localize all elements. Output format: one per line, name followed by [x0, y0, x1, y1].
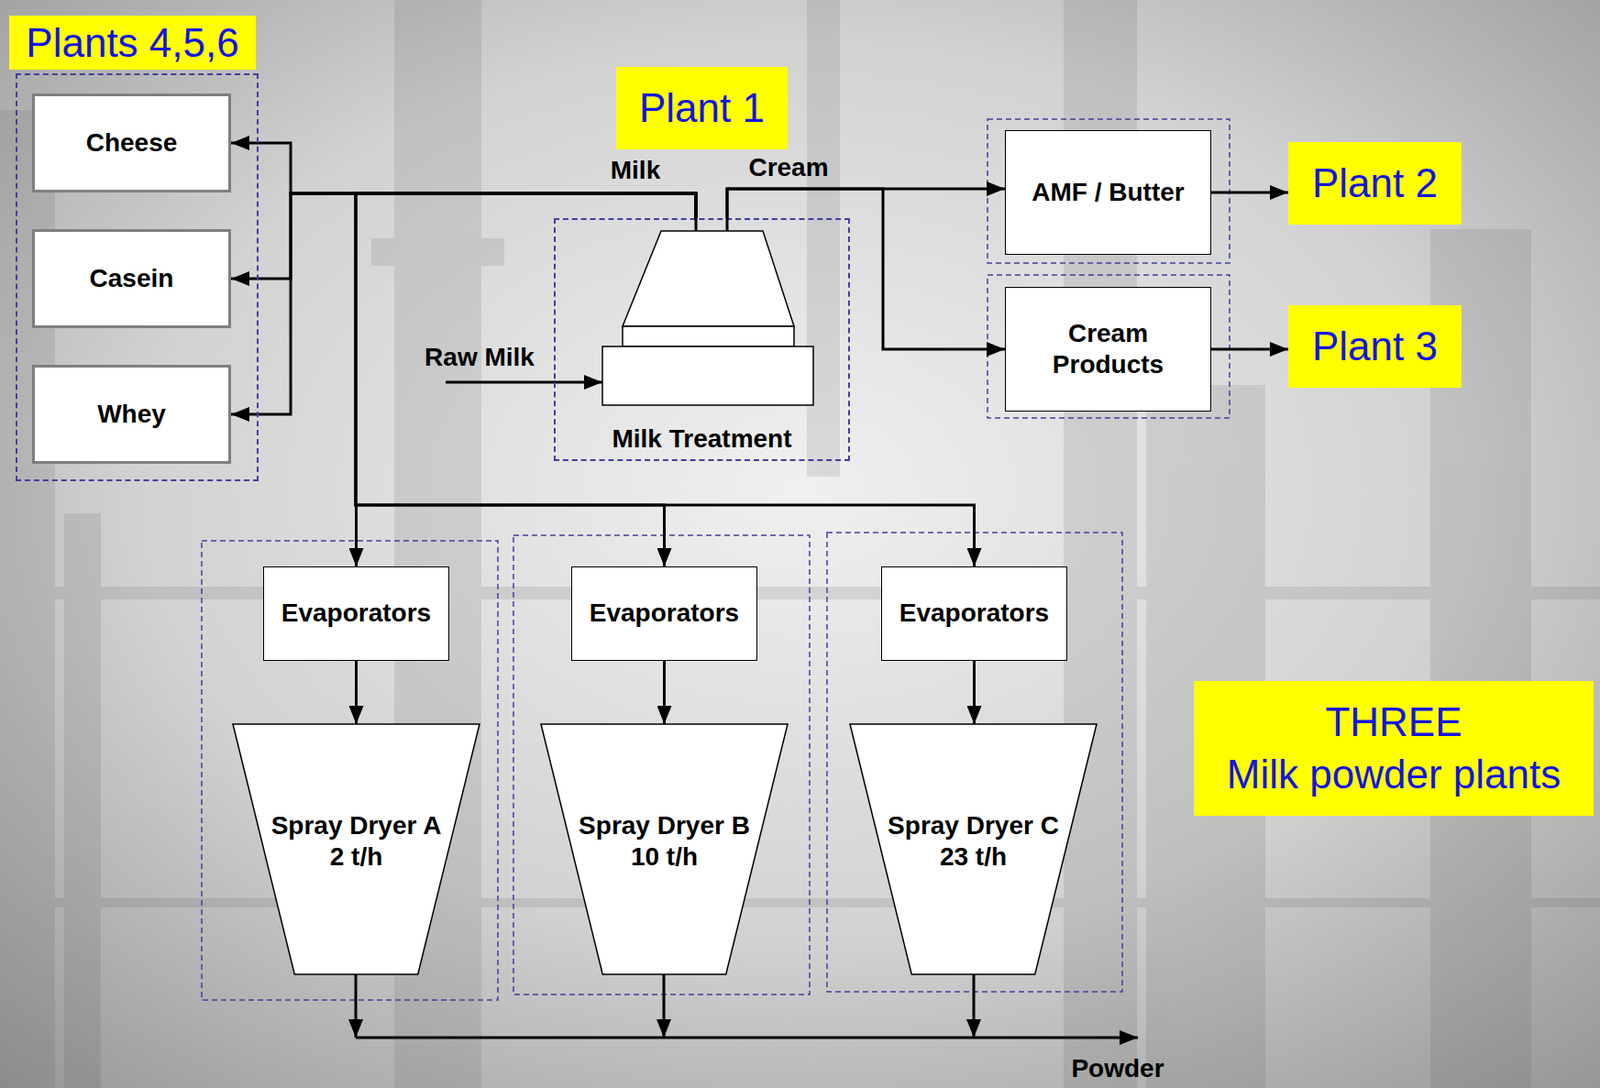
dryer-label: Spray Dryer C	[887, 810, 1060, 842]
dryer-label: 23 t/h	[939, 841, 1007, 873]
milk-treatment-unit: Milk Treatment	[553, 218, 850, 462]
plant-group: Plants 4,5,6CheeseCaseinWhey	[15, 73, 259, 482]
stream-label: Raw Milk	[424, 342, 535, 374]
flow-connector	[1211, 348, 1289, 352]
plant-label: Milk powder plants	[1226, 749, 1561, 801]
plant-tag: THREEMilk powder plants	[1193, 681, 1594, 817]
dryer-label: 10 t/h	[630, 841, 698, 873]
box-label: Whey	[97, 398, 166, 431]
box-label: AMF / Butter	[1031, 176, 1184, 209]
box-label: Evaporators	[899, 597, 1049, 629]
dryer-label: Spray Dryer B	[578, 810, 751, 842]
box-label: Evaporators	[589, 597, 740, 629]
spray-dryer: Spray Dryer A2 t/h	[232, 724, 480, 975]
flow-connector	[354, 661, 358, 725]
plant-label: Plant 1	[639, 82, 765, 134]
plant-tag: Plants 4,5,6	[9, 15, 256, 70]
stream-label: Powder	[1070, 1053, 1164, 1085]
flow-connector	[727, 188, 1005, 219]
flow-connector	[972, 661, 976, 725]
box-label: Casein	[89, 263, 175, 295]
flow-connector	[1211, 191, 1289, 195]
stream-label: Cream	[748, 152, 828, 184]
group-outline	[201, 119, 1230, 1001]
process-box: Evaporators	[263, 566, 450, 662]
plant-tag: Plant 3	[1288, 305, 1462, 388]
process-box: AMF / Butter	[1004, 130, 1212, 255]
plant-label: THREE	[1324, 696, 1462, 749]
plant-tag: Plant 2	[1288, 142, 1462, 225]
flow-connector	[231, 193, 696, 279]
process-box: Cheese	[32, 93, 232, 193]
process-box: Casein	[32, 229, 232, 329]
box-label: Cream Products	[1030, 318, 1187, 381]
box-label: Cheese	[86, 127, 178, 159]
box-label: Evaporators	[281, 597, 431, 629]
process-box: Cream Products	[1004, 286, 1212, 412]
process-box: Whey	[32, 364, 232, 464]
flow-arrow	[355, 382, 1138, 1038]
unit-label: Milk Treatment	[555, 423, 849, 455]
flow-connector	[662, 661, 666, 725]
flow-connector	[231, 143, 696, 219]
dryer-label: 2 t/h	[330, 841, 384, 873]
spray-dryer: Spray Dryer C23 t/h	[849, 724, 1097, 975]
flow-connector	[355, 193, 975, 567]
plant-label: Plant 3	[1312, 320, 1438, 373]
process-box: Evaporators	[571, 566, 758, 662]
stream-label: Milk	[610, 154, 661, 187]
plant-tag: Plant 1	[616, 66, 788, 150]
plant-label: Plant 2	[1312, 157, 1438, 210]
spray-dryer: Spray Dryer B10 t/h	[540, 724, 788, 975]
process-box: Evaporators	[881, 566, 1068, 662]
dryer-label: Spray Dryer A	[271, 810, 442, 842]
